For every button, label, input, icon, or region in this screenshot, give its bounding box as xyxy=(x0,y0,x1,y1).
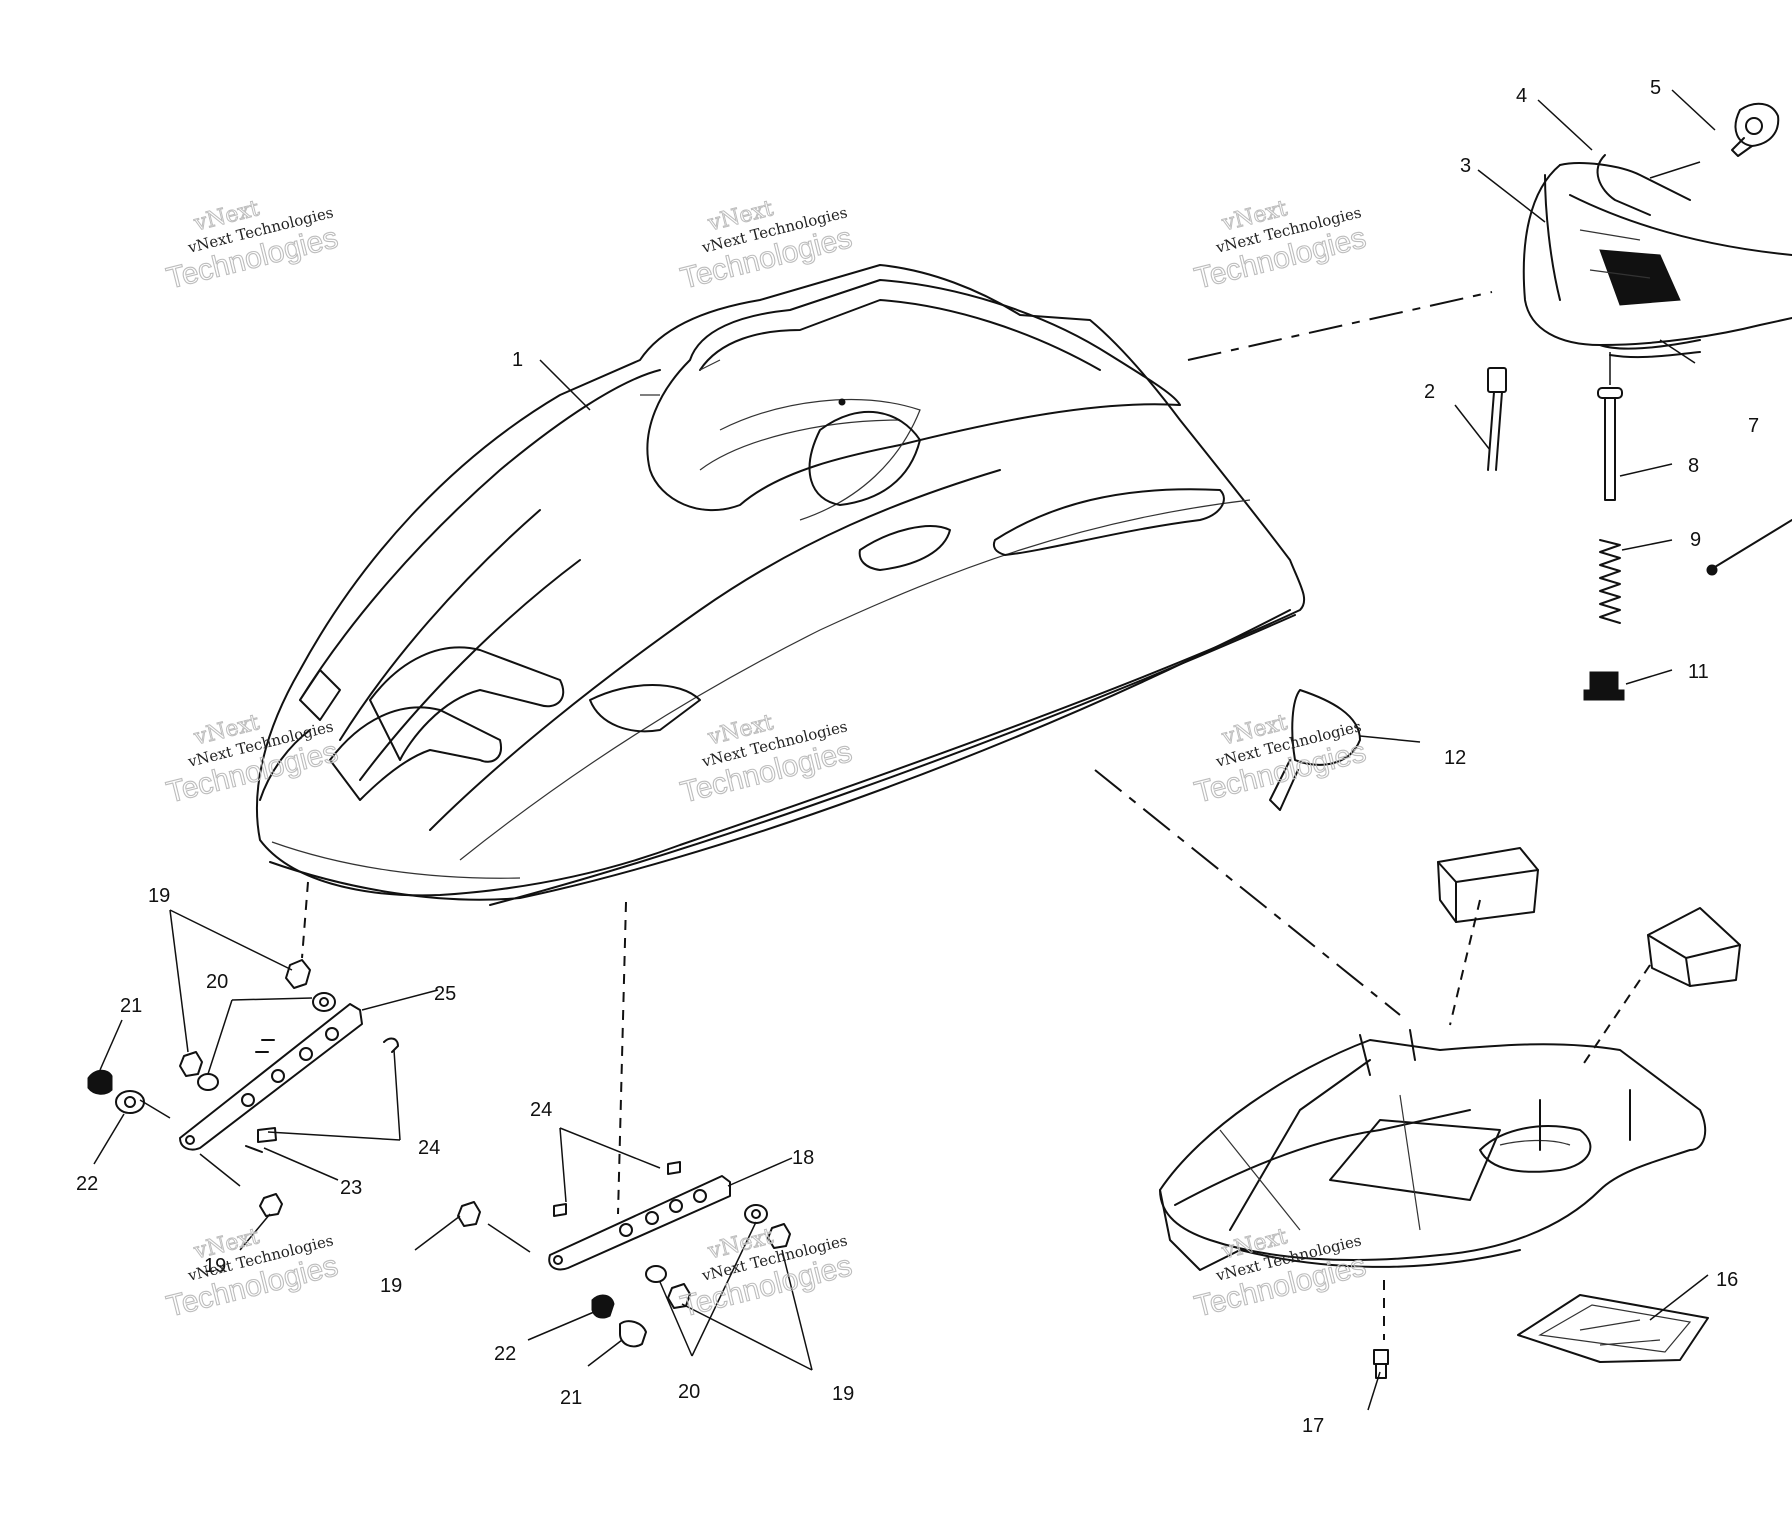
mounting-bracket-icon xyxy=(179,1003,363,1151)
callout-21-right: 21 xyxy=(560,1387,582,1409)
callout-16: 16 xyxy=(1716,1269,1738,1291)
callout-9: 9 xyxy=(1690,529,1701,551)
callout-19-top: 19 xyxy=(148,885,170,907)
watermark-bottom-center: vNext vNext Technologies Technologies xyxy=(677,1224,856,1324)
mounting-bracket-icon xyxy=(548,1175,731,1271)
assembly-lines xyxy=(139,291,1651,1340)
callout-1: 1 xyxy=(512,349,523,371)
callout-11: 11 xyxy=(1688,661,1709,683)
callout-23: 23 xyxy=(340,1177,362,1199)
cable-icon xyxy=(1706,519,1792,576)
callout-19-right: 19 xyxy=(832,1383,854,1405)
spring-icon xyxy=(1599,539,1621,624)
leader-lines xyxy=(93,89,1716,1411)
mat-icon xyxy=(1517,1294,1709,1363)
callout-19-bottom-left: 19 xyxy=(204,1255,226,1277)
hardware-left-icon xyxy=(87,959,399,1217)
watermark-top-left: vNext vNext Technologies Technologies xyxy=(163,196,342,296)
belly-pan-icon xyxy=(1159,1029,1707,1271)
callout-5: 5 xyxy=(1650,77,1661,99)
callout-4: 4 xyxy=(1516,85,1527,107)
callout-labels: 1 2 3 4 5 7 8 9 11 12 16 17 18 19 19 19 … xyxy=(76,77,1759,1437)
hood-assembly-icon xyxy=(255,264,1306,906)
watermark-top-center: vNext vNext Technologies Technologies xyxy=(677,196,856,296)
foam-block-icon xyxy=(1437,847,1741,987)
callout-3: 3 xyxy=(1460,155,1471,177)
connector-icon xyxy=(1487,367,1507,471)
callout-8: 8 xyxy=(1688,455,1699,477)
callout-24-right: 24 xyxy=(530,1099,552,1121)
watermark-top-right: vNext vNext Technologies Technologies xyxy=(1191,196,1370,296)
callout-2: 2 xyxy=(1424,381,1435,403)
callout-12: 12 xyxy=(1444,747,1466,769)
callout-20-right: 20 xyxy=(678,1381,700,1403)
callout-21-left: 21 xyxy=(120,995,142,1017)
callout-18: 18 xyxy=(792,1147,814,1169)
watermark-bottom-left: vNext vNext Technologies Technologies xyxy=(163,1224,342,1324)
callout-20-left: 20 xyxy=(206,971,228,993)
callout-7: 7 xyxy=(1748,415,1759,437)
watermark-mid-center: vNext vNext Technologies Technologies xyxy=(677,710,856,810)
callout-17: 17 xyxy=(1302,1415,1324,1437)
knob-icon xyxy=(1583,671,1625,701)
mirror-icon xyxy=(1269,689,1361,811)
callout-24-left: 24 xyxy=(418,1137,440,1159)
callout-22-left: 22 xyxy=(76,1173,98,1195)
callout-22-right: 22 xyxy=(494,1343,516,1365)
screw-icon xyxy=(1373,1349,1389,1379)
windshield-icon xyxy=(1522,102,1792,359)
callout-25: 25 xyxy=(434,983,456,1005)
callout-19-mid: 19 xyxy=(380,1275,402,1297)
pin-icon xyxy=(1597,387,1623,501)
watermark-mid-left: vNext vNext Technologies Technologies xyxy=(163,710,342,810)
